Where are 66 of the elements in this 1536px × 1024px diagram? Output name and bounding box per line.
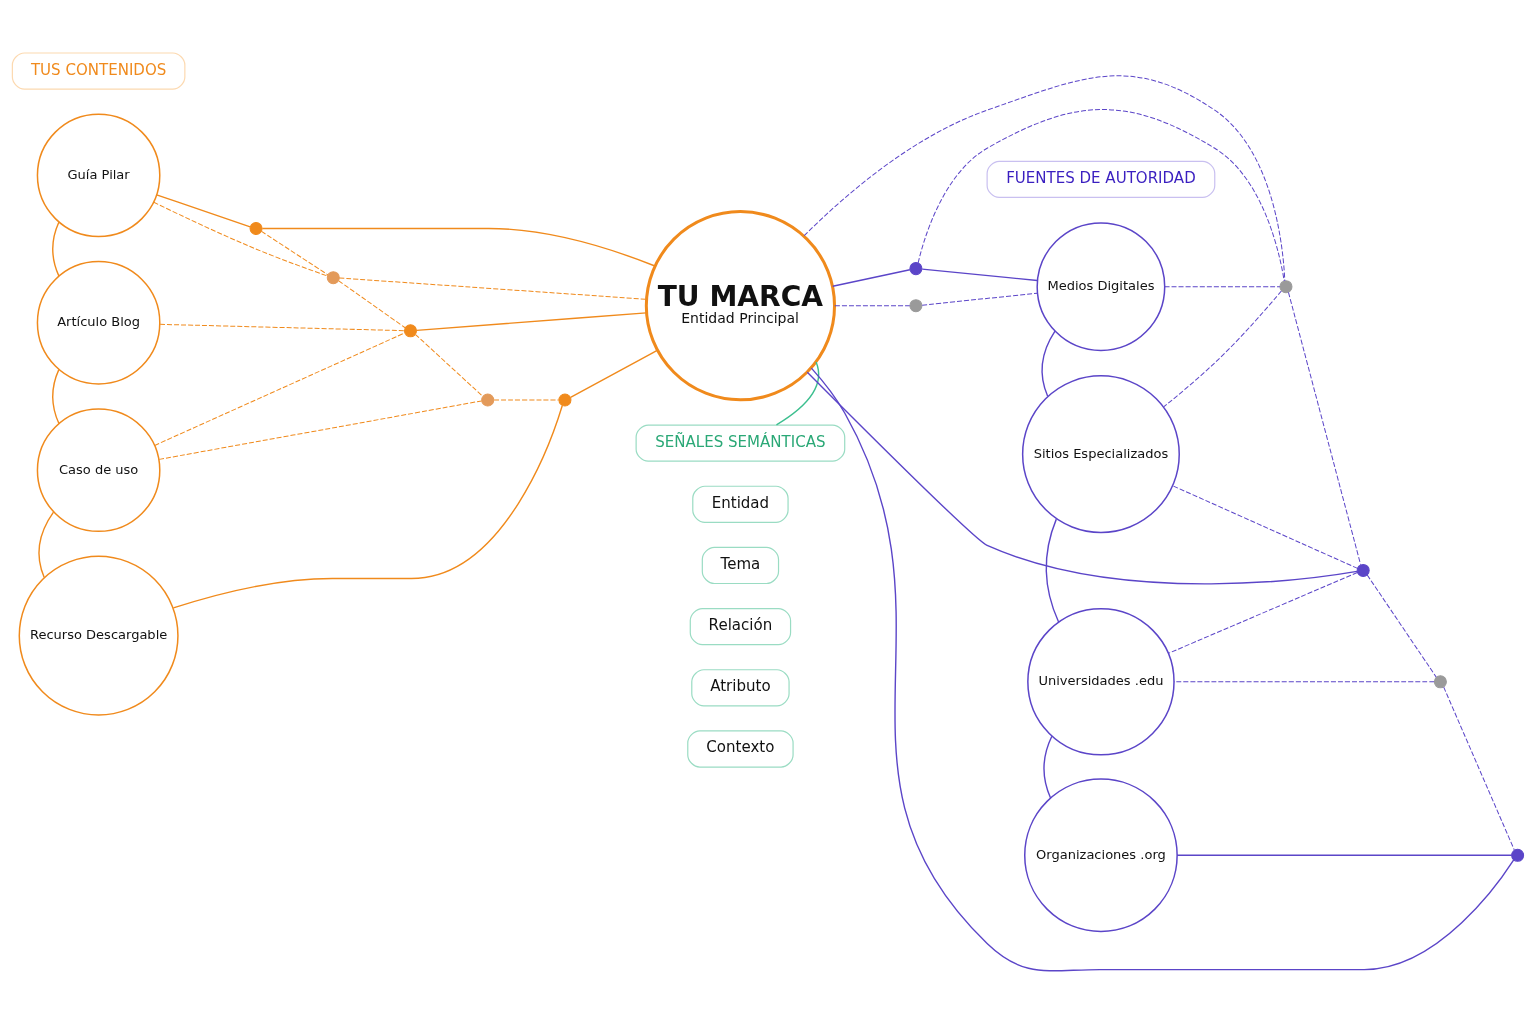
connector xyxy=(158,400,483,460)
node-box: Atributo xyxy=(691,669,790,707)
node-circle xyxy=(1433,675,1447,689)
connector xyxy=(810,367,1515,972)
node-circle xyxy=(558,393,572,407)
node-circle: TU MARCA Entidad Principal xyxy=(644,210,837,402)
connector xyxy=(1164,286,1281,288)
connector xyxy=(775,361,820,426)
node-circle xyxy=(481,393,495,407)
connector xyxy=(493,399,560,401)
connector xyxy=(159,323,405,332)
connector xyxy=(834,305,911,307)
connector xyxy=(1045,518,1060,623)
node-circle xyxy=(249,222,263,235)
node-circle: Recurso Descargable xyxy=(18,555,179,716)
node-circle: Caso de uso xyxy=(36,408,161,533)
node-box: Tema xyxy=(701,546,780,585)
node-circle: Organizaciones .org xyxy=(1024,778,1178,933)
connector xyxy=(38,511,55,579)
connector xyxy=(917,109,1285,282)
connector xyxy=(1163,290,1282,408)
connector xyxy=(1172,485,1358,569)
connector xyxy=(52,221,60,277)
connector xyxy=(1041,330,1056,397)
connector xyxy=(52,368,60,425)
node-circle xyxy=(326,271,340,285)
connector xyxy=(172,404,563,609)
node-circle: Universidades .edu xyxy=(1027,607,1175,756)
connector xyxy=(338,280,406,329)
node-circle xyxy=(1279,280,1293,294)
connector xyxy=(261,230,329,276)
node-circle: Sitios Especializados xyxy=(1021,375,1180,534)
node-circle: Medios Digitales xyxy=(1036,222,1166,352)
node-box: SEÑALES SEMÁNTICAS xyxy=(635,424,846,462)
connector xyxy=(261,227,656,267)
connector xyxy=(806,371,1358,585)
node-box: TUS CONTENIDOS xyxy=(11,52,186,90)
node-circle xyxy=(1356,563,1370,577)
connector xyxy=(832,269,911,287)
node-circle: Artículo Blog xyxy=(36,260,161,385)
connector xyxy=(338,277,647,300)
connector xyxy=(921,268,1039,282)
connector xyxy=(1176,854,1513,856)
connector xyxy=(415,334,484,397)
connector xyxy=(1167,572,1358,654)
node-circle xyxy=(404,324,417,338)
node-circle xyxy=(909,262,923,276)
node-circle xyxy=(909,299,923,313)
connector xyxy=(1366,574,1437,678)
connector xyxy=(153,201,328,277)
connector xyxy=(154,332,406,446)
node-box: Relación xyxy=(689,608,792,646)
connector xyxy=(415,312,647,332)
connector xyxy=(1443,686,1515,851)
node-box: Entidad xyxy=(692,485,789,523)
node-box: FUENTES DE AUTORIDAD xyxy=(986,160,1216,198)
node-circle: Guía Pilar xyxy=(36,113,161,238)
node-box: Contexto xyxy=(687,730,794,768)
connector xyxy=(155,194,251,228)
connector xyxy=(1173,681,1435,683)
connector xyxy=(921,292,1038,306)
connector xyxy=(1287,291,1362,566)
node-circle xyxy=(1511,848,1525,862)
connector xyxy=(569,349,658,399)
connector xyxy=(803,75,1286,282)
connector xyxy=(1043,735,1053,799)
